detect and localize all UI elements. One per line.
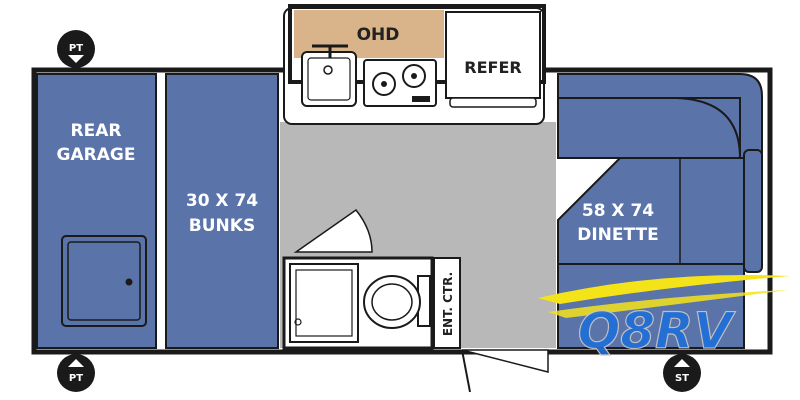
bathroom-door-swing	[293, 208, 373, 253]
burner-right-center	[411, 73, 417, 79]
burner-left-center	[381, 81, 387, 87]
ohd-cabinet	[294, 10, 444, 58]
shower-pan	[295, 269, 353, 337]
watermark-swoosh	[538, 274, 790, 304]
watermark-text: Q8RV	[578, 302, 736, 360]
storage-hatch-inner	[67, 241, 141, 321]
badge-circle	[57, 30, 95, 68]
stove-knobs	[412, 96, 430, 102]
rear-garage-area	[36, 73, 157, 349]
hatch-handle	[125, 278, 133, 286]
dinette-corner-curve	[675, 97, 741, 159]
pt-badge-top-left: PT	[57, 30, 95, 68]
pt-badge-bottom-left: PT	[57, 354, 95, 392]
badge-arrow-icon	[674, 359, 690, 367]
st-badge-bottom-right: ST	[663, 354, 701, 392]
badge-arrow-icon	[68, 55, 84, 63]
badge-circle	[663, 354, 701, 392]
storage-hatch	[61, 235, 147, 327]
burner-right	[402, 64, 426, 88]
burner-left	[372, 72, 396, 96]
badge-label: ST	[675, 373, 689, 384]
badge-label: PT	[69, 373, 83, 384]
dinette-label-line2: DINETTE	[577, 225, 658, 245]
refer-label: REFER	[464, 58, 521, 77]
ent-ctr-label: ENT. CTR.	[441, 272, 455, 336]
sink	[301, 51, 357, 107]
rear-garage-label-line1: REAR	[71, 121, 122, 141]
toilet-seat	[371, 283, 413, 321]
badge-label: PT	[69, 43, 83, 54]
watermark-swoosh-2	[548, 290, 788, 318]
bunks-area	[165, 73, 279, 349]
bunks-label-line1: 30 X 74	[186, 191, 258, 211]
refer-handle	[449, 97, 537, 108]
entry-door-panel	[461, 349, 471, 393]
bunks-label-line2: BUNKS	[189, 216, 255, 236]
rear-garage-label-line2: GARAGE	[57, 145, 136, 165]
badge-arrow-icon	[68, 359, 84, 367]
badge-circle	[57, 354, 95, 392]
dinette-armrest	[743, 149, 763, 273]
dinette-seat-cushion	[557, 97, 741, 159]
ohd-label: OHD	[357, 25, 400, 45]
sink-drain	[323, 65, 333, 75]
entry-door-swing	[461, 349, 549, 373]
shower	[289, 263, 359, 343]
ent-ctr-cabinet	[433, 257, 461, 349]
refrigerator	[445, 11, 541, 99]
shower-drain	[294, 318, 302, 326]
dinette-label-line1: 58 X 74	[582, 201, 654, 221]
